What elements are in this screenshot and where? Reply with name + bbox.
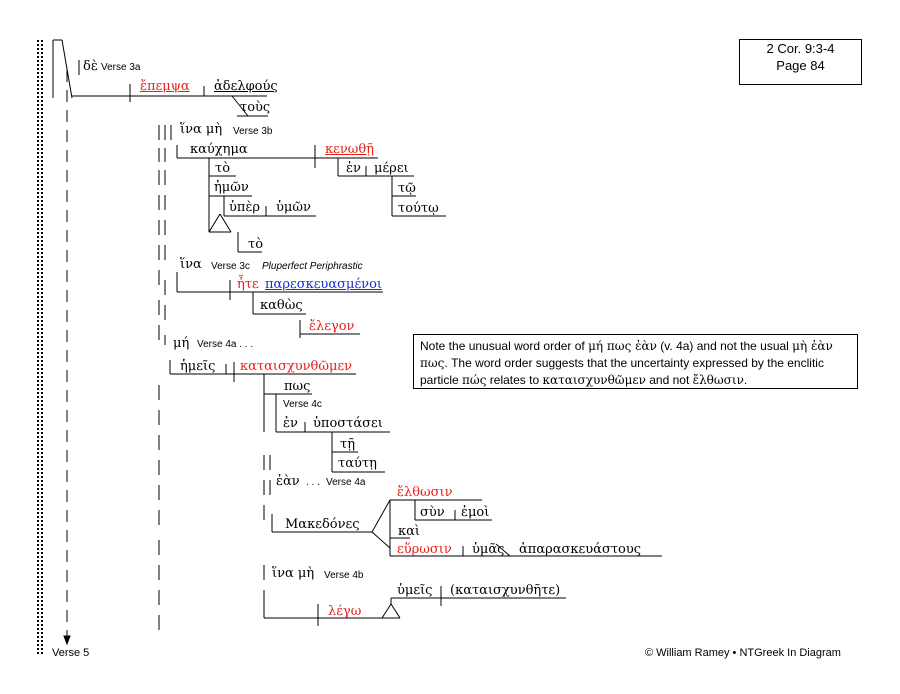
word-en-2: ἐν: [283, 416, 298, 431]
word-hyper: ὑπὲρ: [229, 200, 261, 215]
label-verse-4a: Verse 4a: [326, 477, 366, 488]
label-pluperfect: Pluperfect Periphrastic: [262, 261, 363, 272]
word-kai: καὶ: [398, 524, 421, 539]
word-adelphous: ἀδελφούς: [214, 79, 278, 94]
reference-line: 2 Cor. 9:3-4: [766, 41, 835, 56]
word-te: τῇ: [340, 437, 355, 452]
footer-verse-5: Verse 5: [52, 647, 90, 659]
label-dots: . . .: [306, 477, 320, 488]
word-kataischynthete: (καταισχυνθῆτε): [450, 583, 561, 598]
verb-heurosin: εὕρωσιν: [397, 542, 452, 557]
word-hemeis: ἡμεῖς: [180, 359, 216, 374]
label-verse-4a-dots: Verse 4a . . .: [197, 339, 254, 350]
verb-ete: ἦτε: [237, 277, 259, 292]
word-hina-me-1: ἵνα μὴ: [180, 122, 223, 137]
note-greek: καταισχυνθῶμεν: [542, 373, 646, 387]
label-verse-3c: Verse 3c: [211, 261, 250, 272]
reference-box: 2 Cor. 9:3-4 Page 84: [739, 39, 862, 85]
note-greek: ἔλθωσιν: [692, 373, 744, 387]
word-emoi: ἐμοὶ: [461, 505, 490, 520]
participle-pareskeuasmenoi: παρεσκευασμένοι: [265, 277, 382, 292]
word-me: μή: [173, 336, 190, 351]
word-taute: ταύτῃ: [338, 456, 377, 471]
word-hemon: ἡμῶν: [214, 180, 249, 195]
word-syn: σὺν: [420, 505, 445, 520]
word-en-1: ἐν: [346, 161, 361, 176]
note-text: . The word order suggests that the uncer…: [420, 356, 824, 387]
word-de: δὲ: [83, 59, 98, 74]
note-text: Note the unusual word order of: [420, 339, 589, 353]
label-verse-4c: Verse 4c: [283, 399, 322, 410]
word-to-2: τὸ: [248, 237, 264, 252]
verb-lego: λέγω: [328, 604, 362, 619]
word-tous: τοὺς: [240, 100, 271, 115]
word-pos: πως: [284, 379, 311, 394]
word-to-1: τὸ: [215, 161, 231, 176]
verb-epempsa: ἔπεμψα: [140, 79, 190, 94]
word-hina-2: ἵνα: [180, 257, 202, 272]
note-text: and not: [645, 373, 693, 387]
verb-kenothe: κενωθῇ: [325, 142, 374, 157]
word-hypostasei: ὑποστάσει: [313, 416, 383, 431]
note-greek: πώς: [462, 373, 487, 387]
label-verse-3b: Verse 3b: [233, 126, 273, 137]
note-greek: μή πως ἐὰν: [588, 339, 657, 353]
word-kathos: καθὼς: [260, 298, 303, 313]
note-greek: μὴ ἐὰν πως: [420, 339, 833, 370]
label-verse-4b: Verse 4b: [324, 570, 364, 581]
note-text: relates to: [486, 373, 543, 387]
verb-kataischynthomen: καταισχυνθῶμεν: [240, 359, 353, 374]
word-hymas: ὑμᾶς: [472, 542, 505, 557]
word-kauchema: καύχημα: [190, 142, 248, 157]
verb-elegon: ἔλεγον: [309, 319, 355, 334]
word-hymeis: ὑμεῖς: [397, 583, 433, 598]
word-to-3: τῷ: [398, 181, 416, 196]
verb-elthosin: ἔλθωσιν: [397, 485, 453, 500]
label-verse-3a: Verse 3a: [101, 62, 141, 73]
word-aparaskeuastous: ἀπαρασκευάστους: [519, 542, 642, 557]
footer-copyright: © William Ramey • NTGreek In Diagram: [645, 647, 841, 659]
word-hymon: ὑμῶν: [276, 200, 311, 215]
word-touto: τούτῳ: [398, 201, 439, 216]
word-hina-me-2: ἵνα μὴ: [272, 566, 315, 581]
note-text: .: [743, 373, 748, 387]
word-ean: ἐὰν: [276, 474, 300, 489]
note-box: Note the unusual word order of μή πως ἐὰ…: [413, 334, 858, 389]
page-number: Page 84: [776, 58, 825, 73]
note-text: (v. 4a) and not the usual: [656, 339, 793, 353]
word-merei: μέρει: [374, 161, 409, 176]
word-makedones: Μακεδόνες: [285, 517, 360, 532]
